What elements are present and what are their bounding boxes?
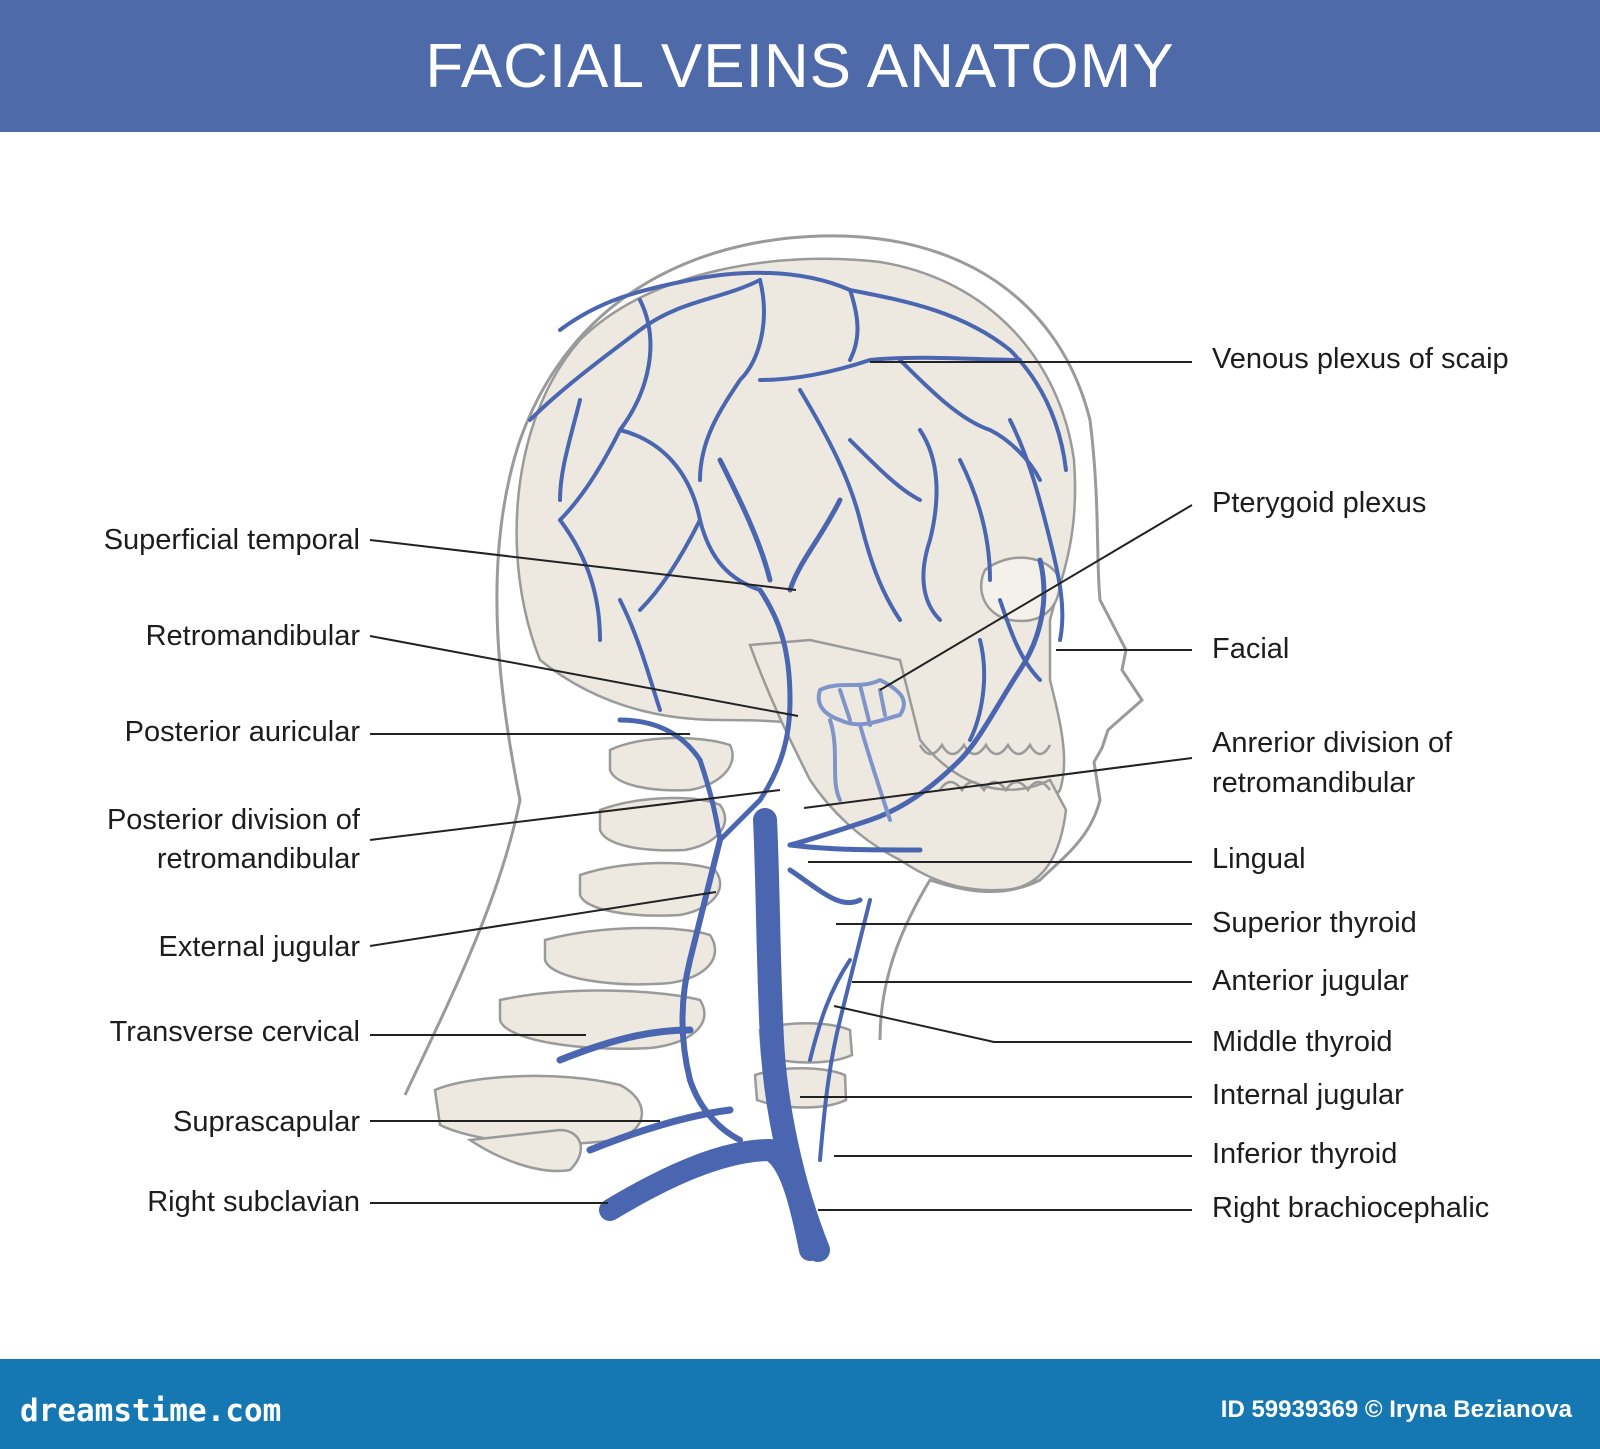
label-anterior-jugular: Anterior jugular bbox=[1212, 965, 1409, 997]
label-right-brachiocephalic: Right brachiocephalic bbox=[1212, 1192, 1489, 1224]
page-title: FACIAL VEINS ANATOMY bbox=[425, 31, 1175, 101]
label-pterygoid-plexus: Pterygoid plexus bbox=[1212, 487, 1426, 519]
label-posterior-division-line1: Posterior division of bbox=[107, 804, 361, 836]
label-venous-plexus-scalp: Venous plexus of scaip bbox=[1212, 343, 1509, 375]
label-internal-jugular: Internal jugular bbox=[1212, 1079, 1404, 1111]
label-facial: Facial bbox=[1212, 633, 1289, 665]
label-right-subclavian: Right subclavian bbox=[147, 1186, 360, 1218]
label-superior-thyroid: Superior thyroid bbox=[1212, 907, 1417, 939]
label-middle-thyroid: Middle thyroid bbox=[1212, 1026, 1393, 1058]
label-superficial-temporal: Superficial temporal bbox=[104, 524, 360, 556]
brand-logo[interactable]: dreamstime.com bbox=[20, 1393, 282, 1429]
image-id-credit: ID 59939369 © Iryna Bezianova bbox=[1220, 1396, 1572, 1423]
label-posterior-auricular: Posterior auricular bbox=[125, 716, 361, 748]
label-anterior-division-line2: retromandibular bbox=[1212, 767, 1415, 799]
label-suprascapular: Suprascapular bbox=[173, 1106, 360, 1138]
label-retromandibular: Retromandibular bbox=[146, 620, 361, 652]
vein-network bbox=[528, 270, 1068, 1262]
label-inferior-thyroid: Inferior thyroid bbox=[1212, 1138, 1397, 1170]
label-anterior-division-line1: Anrerior division of bbox=[1212, 727, 1453, 759]
label-posterior-division-line2: retromandibular bbox=[157, 843, 360, 875]
footer-bar: dreamstime.com ID 59939369 © Iryna Bezia… bbox=[0, 1359, 1600, 1449]
label-external-jugular: External jugular bbox=[159, 931, 361, 963]
label-transverse-cervical: Transverse cervical bbox=[110, 1016, 360, 1048]
leader-lines bbox=[369, 361, 1193, 1211]
cervical-spine bbox=[498, 736, 734, 1050]
title-banner: FACIAL VEINS ANATOMY bbox=[0, 0, 1600, 132]
label-lingual: Lingual bbox=[1212, 843, 1306, 875]
